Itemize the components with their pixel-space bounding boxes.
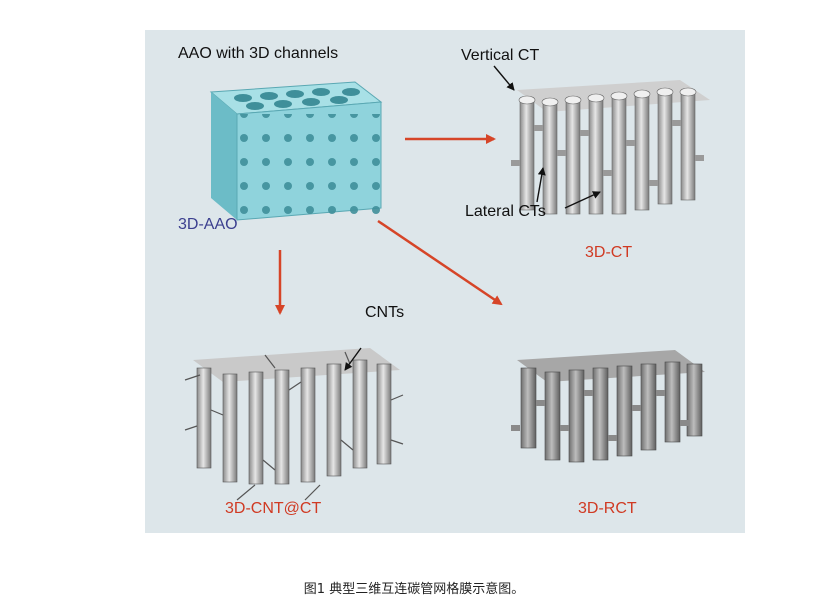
rct-label: 3D-RCT [578,500,637,517]
ct-label: 3D-CT [585,244,633,261]
aao-title-label: AAO with 3D channels [178,45,339,62]
figure-panel: AAO with 3D channels 3D-AAO Vertical CT … [145,30,745,533]
ct-structure [493,65,710,215]
cnt-ct-structure [184,347,404,501]
lateral-cts-label: Lateral CTs [465,203,546,220]
cnt-ct-label: 3D-CNT@CT [225,500,322,517]
aao-label: 3D-AAO [178,216,238,233]
figure-caption: 图1 典型三维互连碳管网格膜示意图。 [303,582,525,597]
figure-graphics [184,65,710,501]
arrow-to-rct [377,219,503,306]
rct-structure [511,350,705,463]
aao-block [209,81,383,221]
vertical-ct-label: Vertical CT [461,47,540,64]
cnts-label: CNTs [365,304,405,321]
